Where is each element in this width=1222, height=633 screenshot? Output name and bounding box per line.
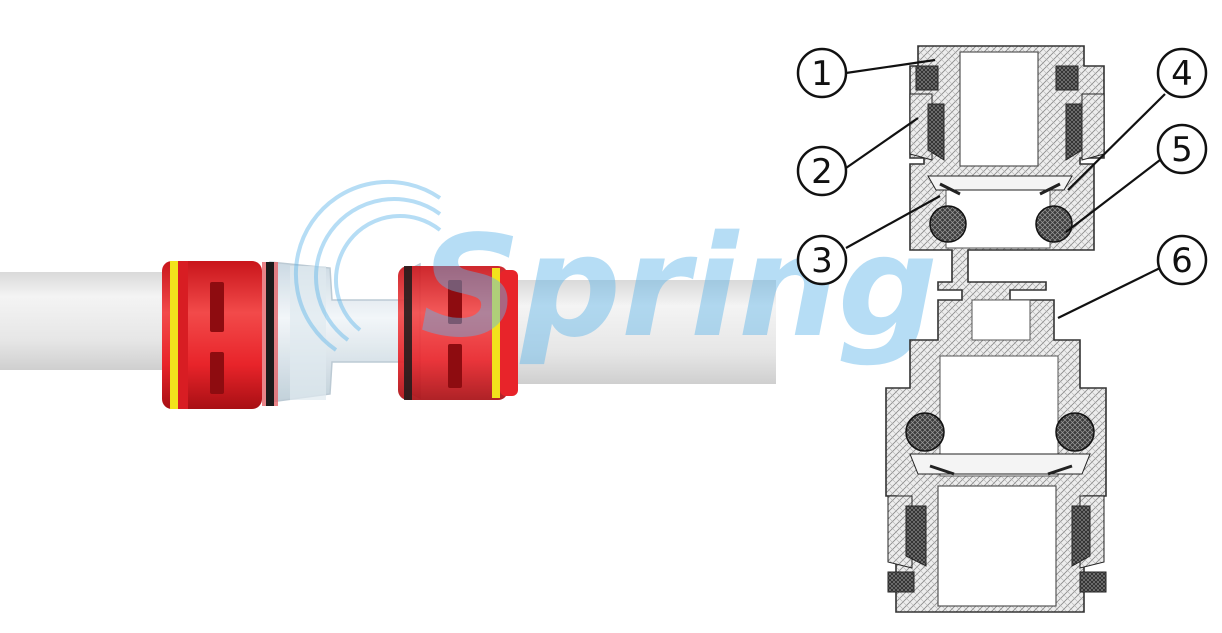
left-tube: [0, 272, 170, 370]
callout-6-number: 6: [1171, 241, 1193, 281]
right-tube: [508, 280, 776, 384]
callout-4: 4: [1156, 47, 1208, 99]
product-photo: [0, 261, 776, 409]
cross-section-diagram: [885, 45, 1107, 613]
callout-1: 1: [796, 47, 848, 99]
watermark-text: Spring: [420, 206, 938, 369]
left-red-collet: [162, 261, 278, 409]
callout-1-number: 1: [811, 54, 833, 94]
callouts: [845, 58, 1166, 319]
callout-4-number: 4: [1171, 54, 1193, 94]
callout-5: 5: [1156, 123, 1208, 175]
callout-3: 3: [796, 234, 848, 286]
watermark: Spring: [293, 179, 938, 369]
callout-2-number: 2: [811, 152, 833, 192]
right-red-collet: [398, 266, 518, 400]
watermark-logo-icon: [293, 179, 442, 352]
callout-3-number: 3: [811, 241, 833, 281]
callout-6: 6: [1156, 234, 1208, 286]
callout-5-number: 5: [1171, 130, 1193, 170]
callout-2: 2: [796, 145, 848, 197]
